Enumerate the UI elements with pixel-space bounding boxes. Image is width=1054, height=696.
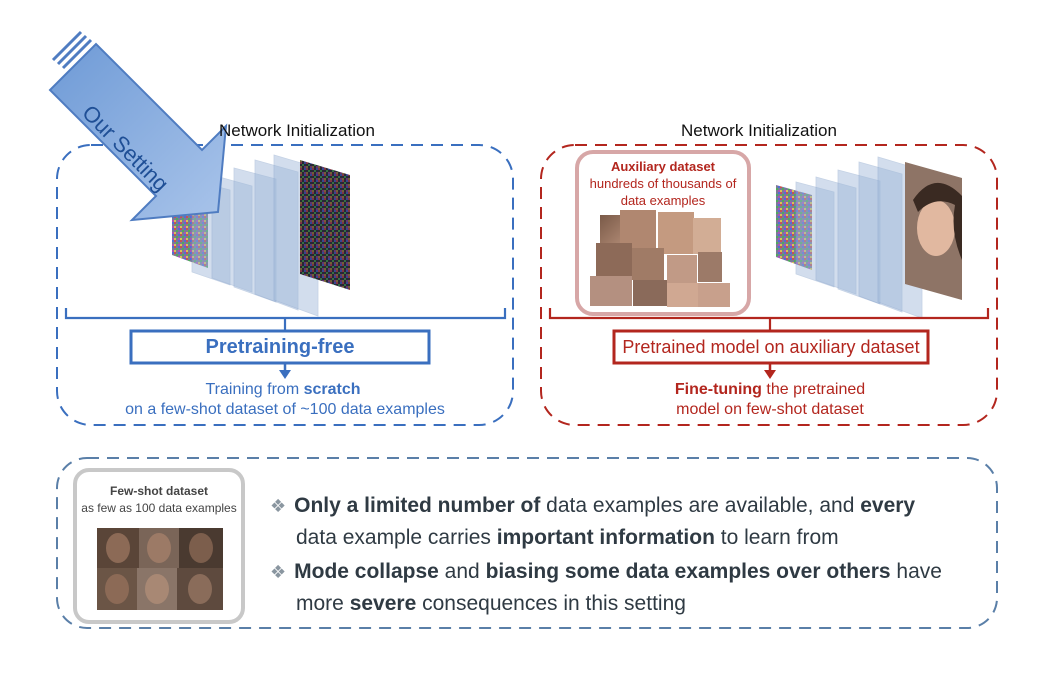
bullet-1-line2-text: data example carries important informati… [296,526,839,549]
left-network-stack [172,154,350,317]
right-network-stack [776,156,962,319]
left-panel-border [56,144,514,426]
bullet-2-line1: ❖ Mode collapse and biasing some data exa… [270,556,942,588]
few-shot-face-thumbnails [97,528,223,610]
bullet-segment: Only a limited number of [294,494,541,517]
aux-dataset-line2: data examples [620,193,706,208]
bullet-segment: have [890,560,942,583]
left-caption-prefix: Training from [205,381,304,398]
pretrained-model-box [612,329,930,365]
right-caption-line1: Fine-tuning the pretrained [620,381,920,399]
few-shot-subtitle: as few as 100 data examples [81,501,237,515]
diamond-bullet-icon: ❖ [270,496,287,516]
left-panel-title: Network Initialization [219,121,375,140]
bullet-segment: biasing some data examples over others [485,560,891,583]
bullet-2-line2: more severe consequences in this setting [296,588,686,620]
bullet-segment: important information [496,526,715,549]
bullet-segment: data example carries [296,526,497,549]
bullet-segment: and [438,560,486,583]
pretraining-free-box [129,329,431,365]
bullet-1-line1-text: Only a limited number of data examples a… [294,494,915,517]
diamond-bullet-icon: ❖ [270,562,287,582]
aux-dataset-line1: hundreds of thousands of [589,176,737,191]
right-bracket [548,308,990,330]
bullet-1-line1: ❖ Only a limited number of data examples … [270,490,915,522]
bullet-segment: consequences in this setting [416,592,686,615]
bullet-2-line1-text: Mode collapse and biasing some data exam… [294,560,942,583]
bullet-segment: more [296,592,350,615]
bullet-1-line2: data example carries important informati… [296,522,839,554]
right-down-arrow [764,363,776,379]
right-caption-line2: model on few-shot dataset [676,401,864,418]
bullet-2-line2-text: more severe consequences in this setting [296,592,686,615]
right-caption-rest: the pretrained [761,381,866,398]
right-panel-title: Network Initialization [681,121,837,140]
bottom-panel-border [56,457,998,629]
bullet-segment: to learn from [714,526,839,549]
pretrained-model-label: Pretrained model on auxiliary dataset [622,336,920,357]
bullet-segment: every [860,494,916,517]
left-caption-line1: Training from scratch [131,381,435,399]
bullet-segment: severe [349,592,417,615]
aux-dataset-title: Auxiliary dataset [610,159,716,174]
few-shot-title: Few-shot dataset [109,484,208,498]
our-setting-arrow [48,30,228,222]
pretraining-free-label: Pretraining-free [205,335,355,358]
right-caption-bold: Fine-tuning [674,381,762,398]
left-caption-bold: scratch [303,381,361,398]
left-down-arrow [279,363,291,379]
aux-face-thumbnails [590,210,730,307]
left-bracket [64,308,507,330]
bullet-segment: Mode collapse [294,560,439,583]
bullet-segment: data examples are available, and [540,494,861,517]
right-panel-border [540,144,998,426]
left-caption-line2: on a few-shot dataset of ~100 data examp… [125,401,445,418]
